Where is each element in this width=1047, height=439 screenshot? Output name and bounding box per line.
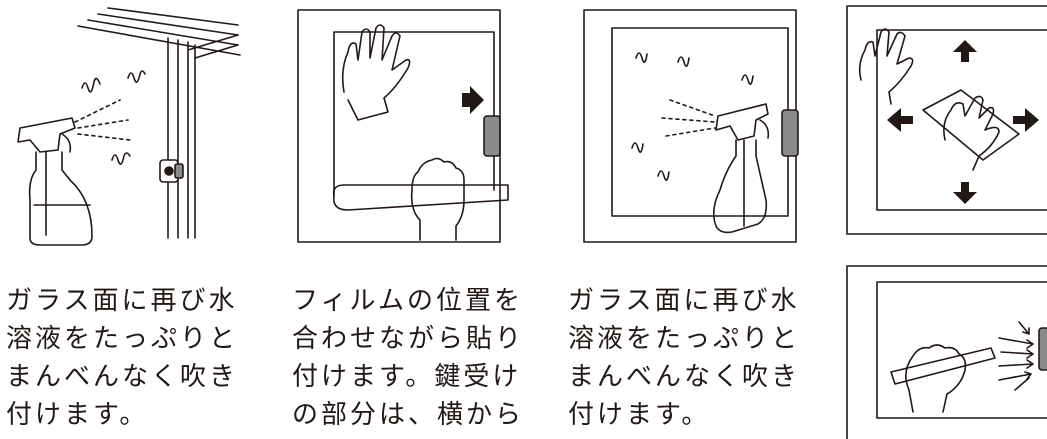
window-outer-frame [583,9,797,243]
caption-line: まんべんなく吹き [6,362,239,392]
water-drop-icon [111,152,131,165]
spray-mist-icon [661,99,716,137]
caption-line: 溶液をたっぷりと [568,324,801,354]
film-sheet [876,29,1047,211]
window-frame-icon [77,7,241,239]
hand-icon [410,157,465,241]
caption-line: まんべんなく吹き [568,362,801,392]
hand-icon [943,95,1000,171]
arrow-right-icon [462,86,484,114]
hand-icon [858,28,914,105]
spray-bottle-icon [17,117,93,246]
step2-illustration [288,0,518,250]
step3-caption: ガラス面に再び水 溶液をたっぷりと まんべんなく吹き 付けます。 [568,282,800,434]
squeegee-icon [890,347,996,385]
step1-caption: ガラス面に再び水 溶液をたっぷりと まんべんなく吹き 付けます。 [6,282,238,434]
window-lock-icon [781,109,799,157]
window-outer-frame [846,265,1047,439]
water-drop-icon [127,70,146,83]
water-drop-icon [741,74,754,85]
caption-line: ガラス面に再び水 [568,286,800,316]
water-drop-icon [81,77,101,93]
arrow-right-icon [1013,108,1039,132]
arrow-left-icon [887,108,913,132]
water-drop-icon [677,56,690,67]
caption-line: 付けます。 [568,400,711,430]
caption-line: 合わせながら貼り [292,324,525,354]
caption-line: ガラス面に再び水 [6,286,238,316]
hand-icon [341,24,411,121]
caption-line: の部分は、横から [292,400,525,430]
window-lock-icon [1038,327,1047,371]
step5-illustration [843,262,1047,439]
step1-illustration [0,0,270,250]
step4-illustration [843,0,1047,240]
push-arrows-icon [998,321,1034,391]
water-drop-icon [631,142,644,153]
caption-line: 付けます。鍵受け [292,362,522,392]
step3-illustration [570,0,810,250]
caption-line: フィルムの位置を [292,286,523,316]
window-lock-icon [159,159,184,183]
water-drop-icon [657,170,670,181]
water-drop-icon [635,52,648,63]
caption-line: 溶液をたっぷりと [6,324,239,354]
arrow-up-icon [953,40,977,62]
caption-line: 付けます。 [6,400,149,430]
step2-caption: フィルムの位置を 合わせながら貼り 付けます。鍵受け の部分は、横から [292,282,524,434]
window-outer-frame [846,5,1047,235]
spray-mist-icon [74,99,131,141]
spray-bottle-icon [712,103,770,234]
hand-icon [905,344,967,413]
window-lock-icon [483,115,501,157]
film-sheet [876,281,1047,419]
arrow-down-icon [953,182,977,204]
cloth-icon [922,89,1020,161]
